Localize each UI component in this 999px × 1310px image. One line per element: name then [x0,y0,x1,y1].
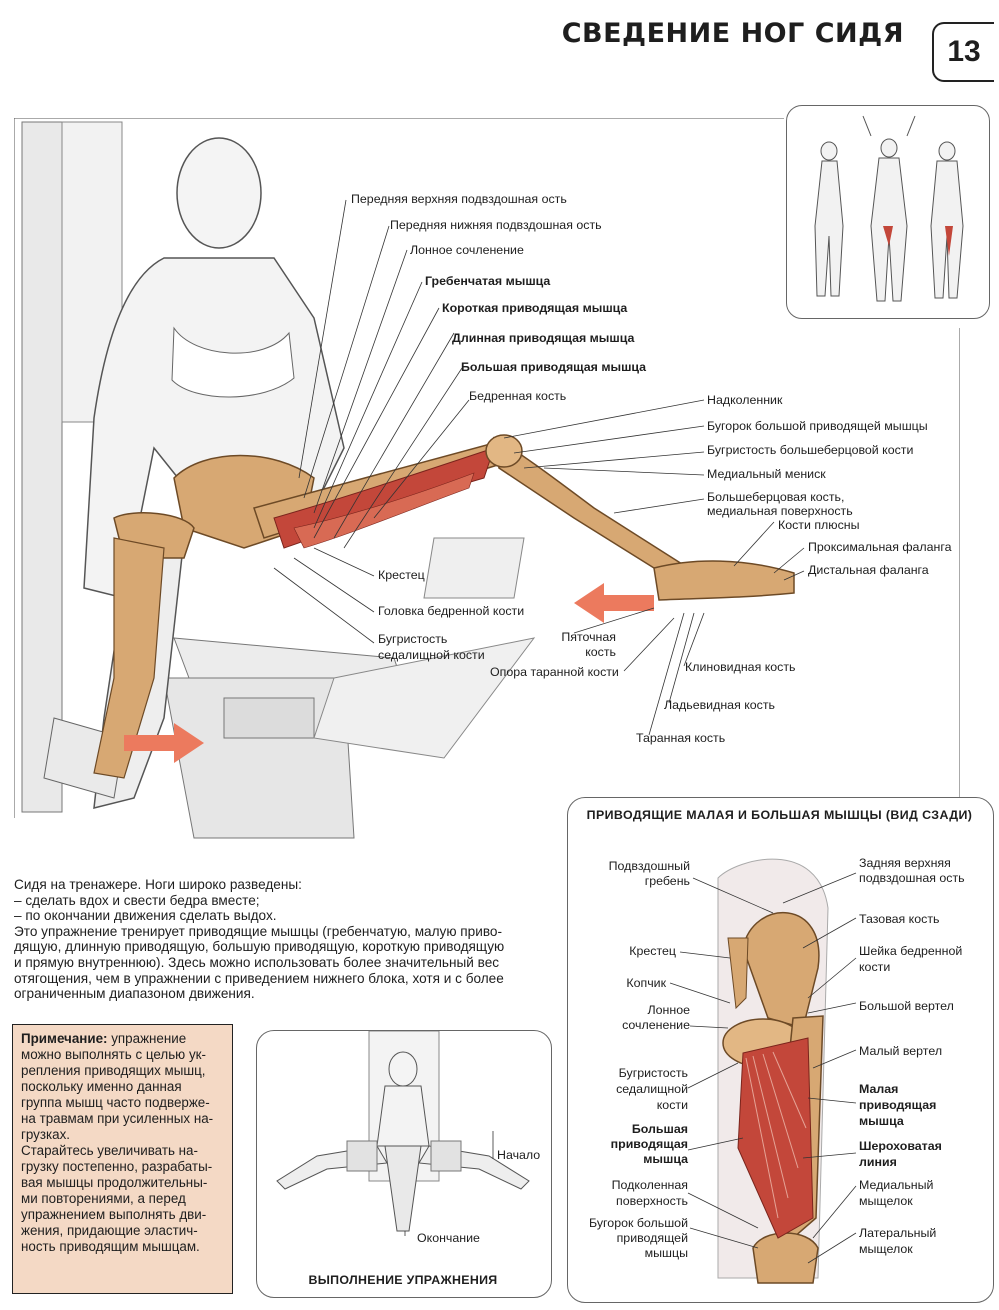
description-line: – сделать вдох и свести бедра вместе; [14,892,260,908]
label-pubic-symphysis: Лонное сочленение [410,243,524,257]
rear-label-medial-condyle-2: мыщелок [859,1194,913,1208]
note-line: ность приводящим мышцам. [21,1239,200,1254]
label-asis: Передняя верхняя подвздошная ость [351,192,567,206]
note-line: можно выполнять с целью ук- [21,1047,206,1062]
note-line: грузках. [21,1127,71,1142]
note-line: жения, придающие эластич- [21,1223,198,1238]
rear-label-ischial-2: седалищной [616,1082,688,1096]
label-patella: Надколенник [707,393,783,407]
label-ischial-tuberosity-1: Бугристость [378,632,448,646]
note-heading: Примечание: [21,1031,108,1046]
rear-view-illustration [669,858,857,1284]
label-sacrum: Крестец [378,568,425,582]
rear-label-pubic-2: сочленение [622,1018,690,1032]
label-aiis: Передняя нижняя подвздошная ость [390,218,602,232]
label-talus: Таранная кость [636,731,726,745]
note-box: Примечание: упражнение можно выполнять с… [12,1024,233,1294]
page-title: СВЕДЕНИЕ НОГ СИДЯ [561,18,904,49]
rear-label-hip-bone: Тазовая кость [859,912,940,926]
description-line: Сидя на тренажере. Ноги широко разведены… [14,877,302,892]
label-pectineus: Гребенчатая мышца [425,274,551,288]
note-first-line: Примечание: упражнение [21,1031,224,1047]
rear-label-psis-2: подвздошная ость [859,871,965,885]
rear-label-lateral-condyle-2: мыщелок [859,1242,913,1256]
note-line: Старайтесь увеличивать на- [21,1143,198,1158]
rear-label-tubercle-2: приводящей [616,1231,688,1245]
description-line: – по окончании движения сделать выдох. [14,908,277,924]
rear-label-sacrum: Крестец [629,944,676,958]
note-line: репления приводящих мышц, [21,1063,206,1078]
note-line: группа мышц часто подверже- [21,1095,210,1110]
label-navicular: Ладьевидная кость [664,698,775,712]
note-line: упражнением выполнять дви- [21,1207,207,1222]
rear-label-popliteal-2: поверхность [616,1194,688,1208]
label-femoral-head: Головка бедренной кости [378,604,525,618]
main-anatomy-illustration [14,118,960,839]
rear-label-neck-2: кости [859,960,891,974]
rear-label-ischial-1: Бугристость [618,1066,688,1080]
label-tibia-medial-2: медиальная поверхность [707,504,853,518]
rear-label-tubercle-3: мышцы [644,1246,688,1260]
label-proximal-phalanx: Проксимальная фаланга [808,540,952,554]
rear-label-psis-1: Задняя верхняя [859,856,951,870]
description-line: отягощения, чем в упражнении с приведени… [14,970,504,986]
rear-label-iliac-crest-1: Подвздошный [608,859,690,873]
rear-label-magnus-3: мышца [643,1152,688,1166]
label-end: Окончание [417,1231,480,1245]
label-sustentaculum: Опора таранной кости [490,665,619,679]
rear-view-panel: Подвздошный гребень Крестец Копчик Лонно… [567,797,994,1303]
rear-label-pubic-1: Лонное [647,1003,691,1017]
rear-label-magnus-2: приводящая [610,1137,688,1151]
label-calcaneus-1: Пяточная [561,630,616,644]
description-line: и прямую внутреннюю). Здесь можно исполь… [14,954,500,970]
rear-label-coccyx: Копчик [626,976,666,990]
label-femur: Бедренная кость [469,389,567,403]
label-adductor-magnus: Большая приводящая мышца [461,360,647,374]
rear-label-linea-1: Шероховатая [859,1139,942,1153]
note-line: грузку постепенно, разрабаты- [21,1159,213,1174]
label-adductor-longus: Длинная приводящая мышца [452,331,635,345]
rear-label-lesser-trochanter: Малый вертел [859,1044,943,1058]
description-line: Это упражнение тренирует приводящие мышц… [14,923,502,939]
note-line: на травмам при усиленных на- [21,1111,214,1126]
label-medial-meniscus: Медиальный мениск [707,467,826,481]
rear-label-ischial-3: кости [656,1098,688,1112]
note-line: вая мышцы продолжительны- [21,1175,208,1190]
exercise-description: Сидя на тренажере. Ноги широко разведены… [14,877,554,1002]
muscle-map-inset [786,105,990,319]
label-calcaneus-2: кость [585,645,616,659]
rear-label-minimus-3: мышца [859,1114,904,1128]
label-adductor-brevis: Короткая приводящая мышца [442,301,628,315]
rear-label-linea-2: линия [859,1155,897,1169]
label-adductor-tubercle: Бугорок большой приводящей мышцы [707,419,928,433]
rear-label-lateral-condyle-1: Латеральный [859,1226,937,1240]
execution-panel: Начало Окончание [256,1030,552,1298]
rear-label-greater-trochanter: Большой вертел [859,999,954,1013]
description-line: ограниченным диапазоном движения. [14,986,255,1002]
execution-illustration [276,1031,530,1236]
label-tibia-medial-1: Большеберцовая кость, [707,490,845,504]
rear-label-medial-condyle-1: Медиальный [859,1178,934,1192]
rear-label-popliteal-1: Подколенная [611,1178,688,1192]
rear-label-minimus-1: Малая [859,1082,899,1096]
rear-label-minimus-2: приводящая [859,1098,937,1112]
rear-label-neck-1: Шейка бедренной [859,944,963,958]
label-start: Начало [497,1148,541,1162]
note-line: поскольку именно данная [21,1079,182,1094]
label-metatarsals: Кости плюсны [778,518,860,532]
rear-label-tubercle-1: Бугорок большой [589,1216,688,1230]
page-number-badge: 13 [932,22,994,82]
rear-view-title: ПРИВОДЯЩИЕ МАЛАЯ И БОЛЬШАЯ МЫШЦЫ (ВИД СЗ… [586,808,973,822]
rear-label-iliac-crest-2: гребень [644,874,690,888]
rear-label-magnus-1: Большая [631,1122,688,1136]
label-distal-phalanx: Дистальная фаланга [808,563,929,577]
description-line: дящую, длинную приводящую, большую приво… [14,939,505,955]
label-tibial-tuberosity: Бугристость большеберцовой кости [707,443,914,457]
label-cuneiform: Клиновидная кость [685,660,796,674]
execution-caption: ВЫПОЛНЕНИЕ УПРАЖНЕНИЯ [308,1273,498,1287]
label-ischial-tuberosity-2: седалищной кости [378,648,485,662]
note-first-rest: упражнение [107,1031,187,1046]
note-line: ми повторениями, а перед [21,1191,186,1206]
